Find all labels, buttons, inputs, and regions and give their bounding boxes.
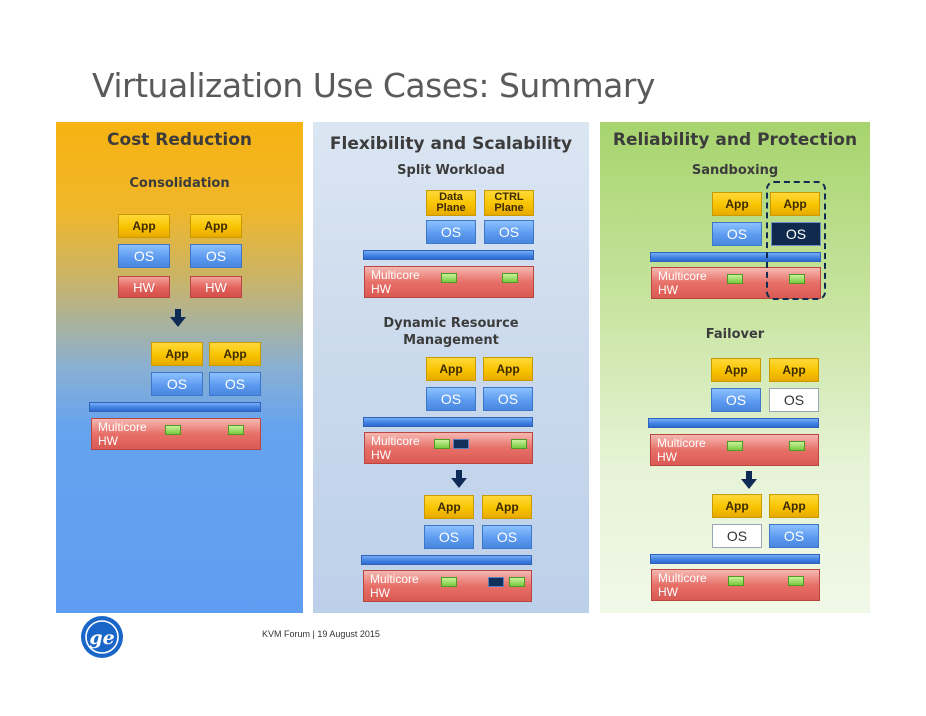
os-box: OS (190, 244, 242, 268)
core-icon (788, 576, 804, 586)
idle-core-icon (453, 439, 469, 449)
app-box: App (424, 495, 474, 519)
core-icon (441, 577, 457, 587)
os-box: OS (482, 525, 532, 549)
hypervisor-bar (648, 418, 819, 428)
hypervisor-bar (363, 417, 533, 427)
os-box: OS (151, 372, 203, 396)
core-icon (509, 577, 525, 587)
hw-box: HW (118, 276, 170, 298)
os-box: OS (712, 222, 762, 246)
core-icon (434, 439, 450, 449)
multicore-label: Multicore HW (371, 268, 420, 296)
multicore-hw: Multicore HW (363, 570, 532, 602)
app-box: App (151, 342, 203, 366)
multicore-label: Multicore HW (371, 434, 420, 462)
isolated-os-box: OS (771, 222, 821, 246)
os-box: OS (484, 220, 534, 244)
panel-title: Cost Reduction (106, 130, 253, 150)
hypervisor-bar (361, 555, 532, 565)
app-box: App (770, 192, 820, 216)
panel-title: Flexibility and Scalability (329, 134, 573, 154)
multicore-label: Multicore HW (657, 436, 706, 464)
panel-reliability-protection: Reliability and Protection Sandboxing Ap… (600, 122, 870, 613)
data-plane-line2: Plane (436, 202, 466, 214)
app-box: App (482, 495, 532, 519)
section-title-split-workload: Split Workload (397, 163, 505, 178)
ctrl-plane-line2: Plane (494, 202, 524, 214)
hypervisor-bar (363, 250, 534, 260)
os-box: OS (426, 387, 476, 411)
app-box: App (426, 357, 476, 381)
core-icon (441, 273, 457, 283)
section-title-failover: Failover (705, 327, 765, 342)
core-icon (789, 441, 805, 451)
svg-text:ge: ge (89, 627, 114, 649)
multicore-label: Multicore HW (370, 572, 419, 600)
hypervisor-bar (650, 554, 820, 564)
footer-text: KVM Forum | 19 August 2015 (262, 629, 380, 639)
multicore-label: Multicore HW (658, 571, 707, 599)
app-box: App (712, 494, 762, 518)
multicore-label: Multicore HW (658, 269, 707, 297)
os-box: OS (483, 387, 533, 411)
data-plane-box: Data Plane (426, 190, 476, 216)
os-box: OS (209, 372, 261, 396)
multicore-label: Multicore HW (98, 420, 147, 448)
os-box: OS (426, 220, 476, 244)
core-icon (727, 441, 743, 451)
app-box: App (483, 357, 533, 381)
os-box: OS (769, 524, 819, 548)
multicore-hw: Multicore HW (651, 267, 821, 299)
multicore-hw: Multicore HW (364, 266, 534, 298)
app-box: App (712, 192, 762, 216)
failed-os-box: OS (769, 388, 819, 412)
app-box: App (118, 214, 170, 238)
arrow-down-icon (741, 471, 757, 489)
core-icon (511, 439, 527, 449)
core-icon (228, 425, 244, 435)
os-box: OS (118, 244, 170, 268)
failed-os-box: OS (712, 524, 762, 548)
section-title-text: Dynamic Resource Management (383, 316, 519, 348)
os-box: OS (711, 388, 761, 412)
slide-title: Virtualization Use Cases: Summary (92, 66, 655, 105)
section-title-dynamic-resource: Dynamic Resource Management (313, 315, 589, 349)
core-icon (165, 425, 181, 435)
os-box: OS (424, 525, 474, 549)
ctrl-plane-line1: CTRL (494, 191, 524, 203)
ge-logo-icon: ge (81, 616, 123, 658)
arrow-down-icon (451, 470, 467, 488)
hypervisor-bar (650, 252, 821, 262)
section-title-consolidation: Consolidation (129, 176, 230, 191)
panel-flexibility-scalability: Flexibility and Scalability Split Worklo… (313, 122, 589, 613)
ctrl-plane-box: CTRL Plane (484, 190, 534, 216)
hw-box: HW (190, 276, 242, 298)
arrow-down-icon (170, 309, 186, 327)
multicore-hw: Multicore HW (364, 432, 533, 464)
hypervisor-bar (89, 402, 261, 412)
section-title-sandboxing: Sandboxing (691, 163, 779, 178)
sandbox-boundary (766, 181, 826, 300)
core-icon (727, 274, 743, 284)
app-box: App (769, 358, 819, 382)
app-box: App (209, 342, 261, 366)
panel-title: Reliability and Protection (612, 130, 858, 150)
idle-core-icon (488, 577, 504, 587)
panel-cost-reduction: Cost Reduction Consolidation App App OS … (56, 122, 303, 613)
core-icon (502, 273, 518, 283)
multicore-hw: Multicore HW (651, 569, 820, 601)
core-icon (789, 274, 805, 284)
multicore-hw: Multicore HW (650, 434, 819, 466)
core-icon (728, 576, 744, 586)
multicore-hw: Multicore HW (91, 418, 261, 450)
data-plane-line1: Data (439, 191, 463, 203)
app-box: App (769, 494, 819, 518)
app-box: App (190, 214, 242, 238)
app-box: App (711, 358, 761, 382)
